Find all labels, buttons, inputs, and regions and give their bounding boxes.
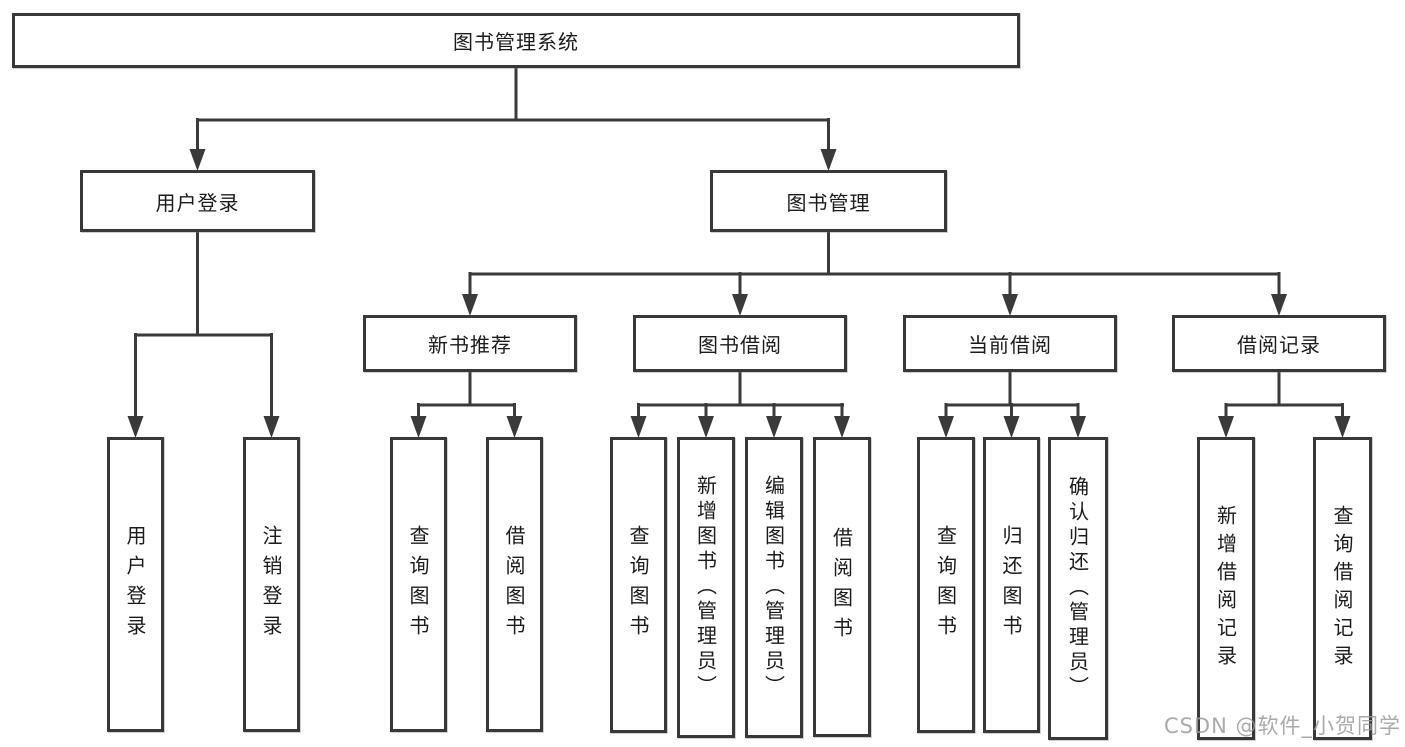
leaf-return-books: 归还图书 — [983, 437, 1040, 733]
node-current-borrowing: 当前借阅 — [903, 315, 1117, 372]
node-book-management: 图书管理 — [710, 170, 947, 232]
node-user-login: 用户登录 — [80, 170, 315, 232]
leaf-add-books-admin: 新增图书（管理员） — [677, 437, 735, 738]
leaf-borrowing-query-books: 查询图书 — [610, 437, 667, 733]
node-root-system: 图书管理系统 — [12, 13, 1020, 68]
node-book-borrowing: 图书借阅 — [633, 315, 847, 372]
leaf-newbook-query-books: 查询图书 — [390, 437, 447, 732]
node-new-book-recommend: 新书推荐 — [363, 315, 577, 372]
leaf-current-query-books: 查询图书 — [917, 437, 975, 733]
leaf-query-borrow-record: 查询借阅记录 — [1313, 437, 1372, 740]
leaf-borrowing-borrow-books: 借阅图书 — [813, 437, 871, 737]
leaf-newbook-borrow-books: 借阅图书 — [486, 437, 543, 732]
node-borrow-records: 借阅记录 — [1172, 315, 1386, 372]
csdn-watermark: CSDN @软件_小贺同学 — [1163, 714, 1401, 738]
leaf-confirm-return-admin: 确认归还（管理员） — [1048, 437, 1108, 740]
leaf-user-login: 用户登录 — [107, 437, 164, 732]
leaf-logout: 注销登录 — [243, 437, 300, 732]
leaf-edit-books-admin: 编辑图书（管理员） — [745, 437, 803, 738]
leaf-add-borrow-record: 新增借阅记录 — [1197, 437, 1255, 740]
